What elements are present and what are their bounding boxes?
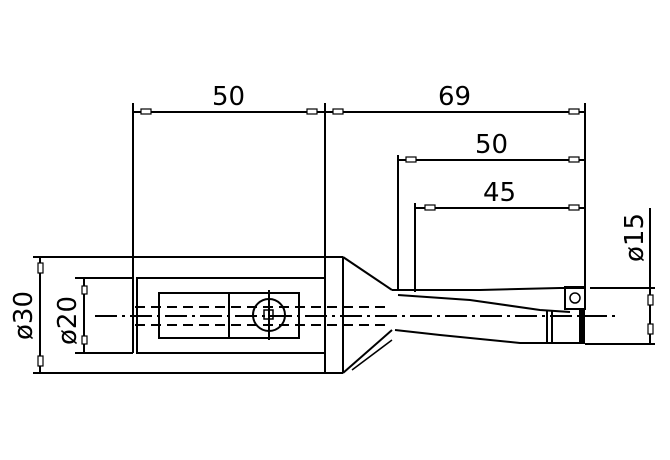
dim-tip-diameter: ø15 [620, 213, 650, 262]
center-lines [95, 306, 620, 326]
dim-bore-diameter: ø20 [53, 296, 83, 345]
dim-shank-diameter: ø30 [9, 291, 39, 340]
dim-shank-length: 50 [212, 82, 245, 112]
dim-head-length-45: 45 [483, 178, 516, 208]
dim-overall-head-length: 69 [438, 82, 471, 112]
dimension-lines [37, 108, 654, 373]
dim-head-length-50: 50 [475, 130, 508, 160]
